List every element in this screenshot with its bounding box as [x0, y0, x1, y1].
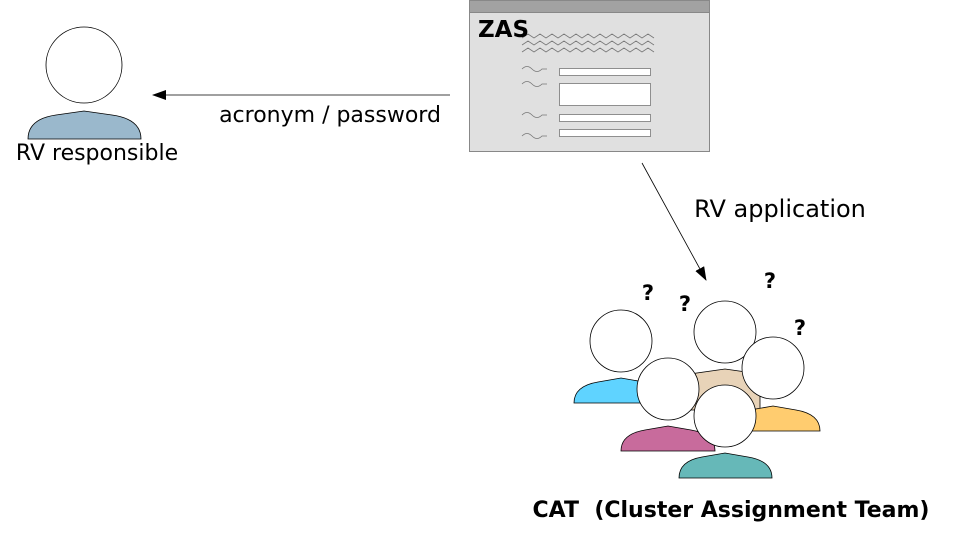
question-mark: ?: [794, 316, 806, 340]
window-title-bar: [469, 0, 710, 13]
question-mark: ?: [764, 269, 776, 293]
question-mark: ?: [679, 292, 691, 316]
application-label: RV application: [694, 195, 866, 223]
zas-window: ZAS: [469, 0, 710, 152]
form-textarea: [559, 83, 651, 106]
cat-label: CAT (Cluster Assignment Team): [533, 498, 930, 523]
form-field: [559, 129, 651, 137]
credentials-label: acronym / password: [219, 103, 441, 128]
application-arrow: [641, 162, 707, 281]
form-field: [559, 68, 651, 76]
team-member-teal-icon: [678, 384, 773, 479]
zas-title: ZAS: [478, 17, 529, 43]
form-field: [559, 114, 651, 122]
cat-team-icon: [573, 300, 821, 479]
placeholder-text-lines: [521, 33, 655, 139]
team-member-magenta-icon: [620, 357, 716, 452]
rv-responsible-person-icon: [27, 26, 142, 140]
question-mark: ?: [642, 281, 654, 305]
rv-responsible-label: RV responsible: [16, 141, 178, 166]
